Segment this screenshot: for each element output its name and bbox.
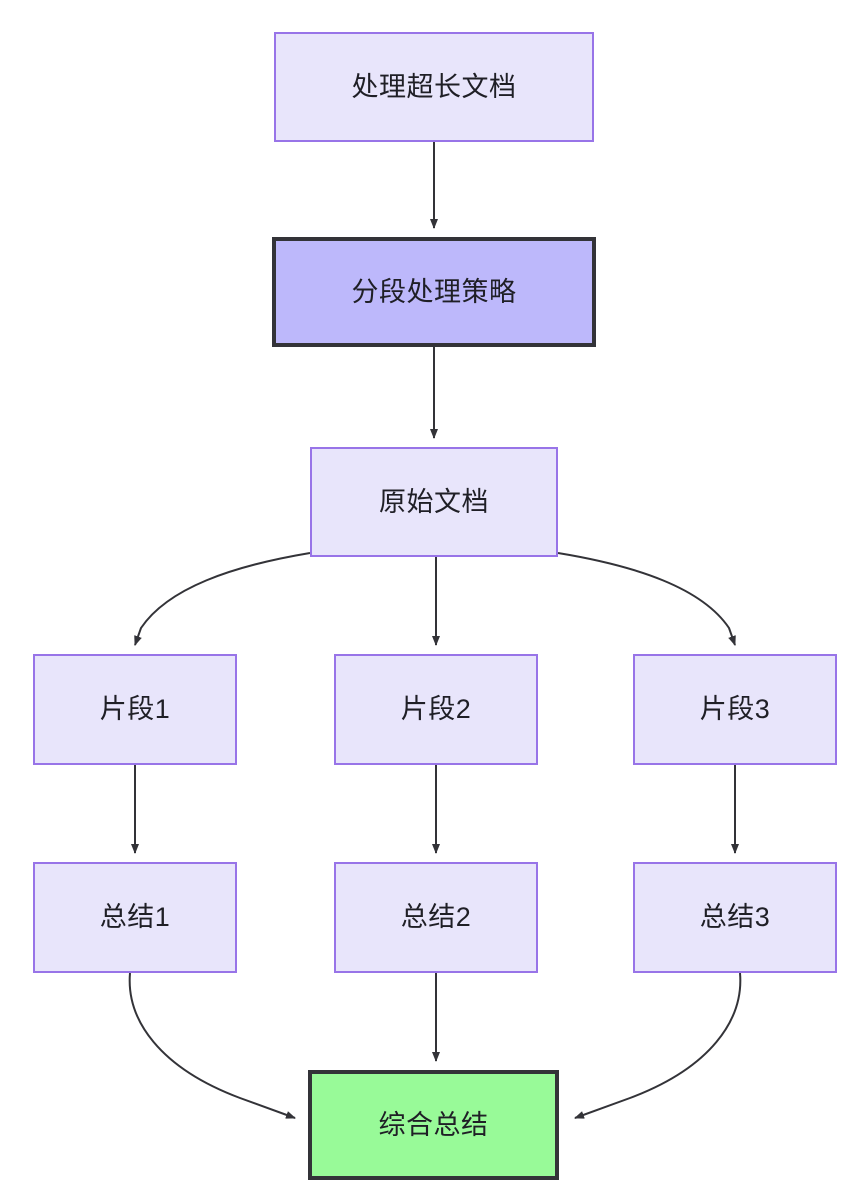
node-label: 总结3 xyxy=(699,902,771,933)
node-fragment-1[interactable]: 片段1 xyxy=(33,654,237,765)
edge-n9-n10 xyxy=(574,972,742,1119)
node-fragment-3[interactable]: 片段3 xyxy=(633,654,837,765)
node-label: 总结2 xyxy=(400,902,472,933)
node-label: 分段处理策略 xyxy=(351,276,517,307)
node-comprehensive-summary[interactable]: 综合总结 xyxy=(308,1070,559,1180)
node-summary-3[interactable]: 总结3 xyxy=(633,862,837,973)
node-summary-1[interactable]: 总结1 xyxy=(33,862,237,973)
node-label: 片段3 xyxy=(699,694,771,725)
node-label: 总结1 xyxy=(99,902,171,933)
node-label: 综合总结 xyxy=(378,1109,489,1140)
node-fragment-2[interactable]: 片段2 xyxy=(334,654,538,765)
node-label: 原始文档 xyxy=(379,486,489,517)
edge-n7-n10 xyxy=(128,972,296,1119)
edge-n3-n4 xyxy=(134,552,311,646)
node-original-document[interactable]: 原始文档 xyxy=(310,447,558,557)
edge-n3-n6 xyxy=(557,552,736,646)
node-chunking-strategy[interactable]: 分段处理策略 xyxy=(272,237,596,347)
node-process-long-document[interactable]: 处理超长文档 xyxy=(274,32,594,142)
node-label: 处理超长文档 xyxy=(351,71,517,102)
node-summary-2[interactable]: 总结2 xyxy=(334,862,538,973)
node-label: 片段2 xyxy=(400,694,472,725)
node-label: 片段1 xyxy=(99,694,171,725)
